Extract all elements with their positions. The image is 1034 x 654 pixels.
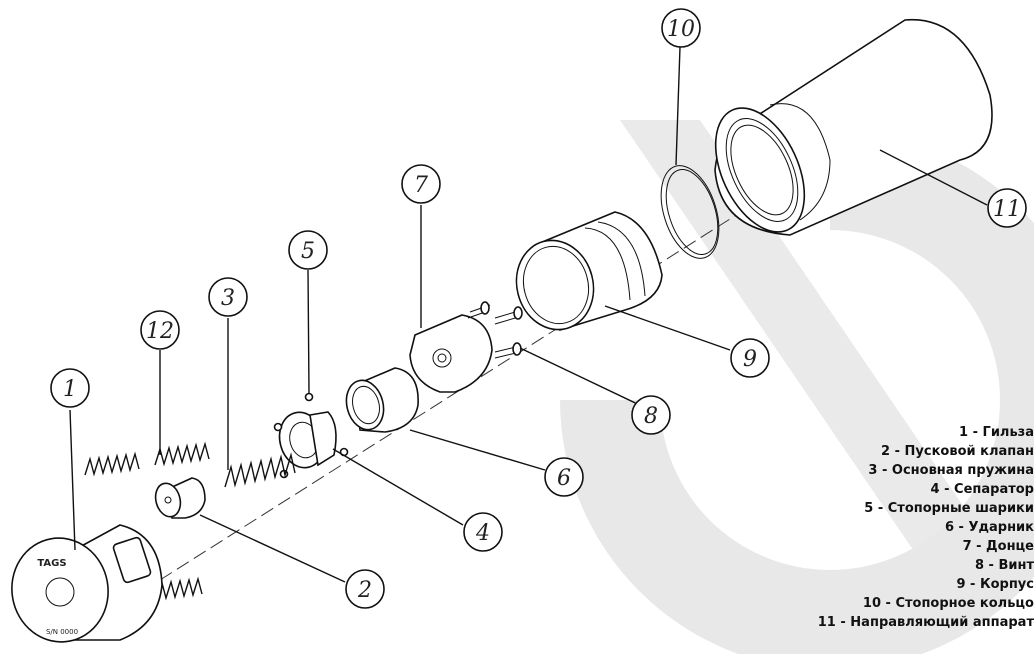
- sleeve-label-plate: TAGS S/N 0000: [37, 558, 78, 636]
- legend-item: 7 - Донце: [962, 539, 1034, 554]
- parts-legend: 1 - Гильза 2 - Пусковой клапан 3 - Основ…: [674, 423, 1034, 632]
- callout-11: 11: [987, 188, 1027, 228]
- legend-item: 1 - Гильза: [959, 425, 1034, 440]
- legend-item: 5 - Стопорные шарики: [864, 501, 1034, 516]
- part-sleeve: [11, 524, 163, 643]
- svg-text:12: 12: [146, 319, 174, 344]
- svg-text:3: 3: [221, 286, 235, 311]
- callout-2: 2: [345, 569, 385, 609]
- legend-item: 9 - Корпус: [956, 577, 1034, 592]
- svg-text:TAGS: TAGS: [37, 558, 66, 569]
- legend-item: 3 - Основная пружина: [868, 463, 1034, 478]
- callout-8: 8: [631, 395, 671, 435]
- svg-text:2: 2: [357, 578, 372, 603]
- legend-item: 11 - Направляющий аппарат: [817, 615, 1034, 630]
- callout-12: 12: [140, 310, 180, 350]
- svg-text:7: 7: [414, 173, 428, 198]
- svg-text:1: 1: [63, 377, 77, 402]
- svg-text:9: 9: [743, 347, 757, 372]
- callout-3: 3: [208, 277, 248, 317]
- callout-7: 7: [401, 164, 441, 204]
- svg-text:4: 4: [475, 521, 490, 546]
- svg-text:8: 8: [644, 404, 658, 429]
- leader-lines: [69, 46, 988, 583]
- callout-6: 6: [544, 457, 584, 497]
- callout-10: 10: [661, 8, 701, 48]
- watermark-logo: [560, 120, 1034, 654]
- part-screws: [467, 301, 523, 359]
- part-locking-balls: [273, 392, 349, 479]
- part-bottom: [409, 314, 493, 393]
- legend-item: 8 - Винт: [974, 558, 1034, 573]
- callout-5: 5: [288, 230, 328, 270]
- svg-text:5: 5: [301, 239, 315, 264]
- legend-item: 10 - Стопорное кольцо: [862, 596, 1034, 611]
- callout-1: 1: [50, 368, 90, 408]
- svg-text:S/N 0000: S/N 0000: [46, 628, 78, 636]
- part-body: [515, 211, 663, 332]
- svg-text:10: 10: [667, 17, 695, 42]
- part-striker: [345, 367, 419, 433]
- part-main-spring: [224, 452, 296, 488]
- part-start-valve: [154, 477, 206, 519]
- callout-4: 4: [463, 512, 503, 552]
- callout-9: 9: [730, 338, 770, 378]
- svg-text:11: 11: [993, 197, 1021, 222]
- legend-item: 6 - Ударник: [944, 520, 1034, 535]
- svg-text:6: 6: [557, 466, 571, 491]
- part-guide-apparatus: [714, 18, 993, 236]
- part-retaining-ring: [660, 165, 720, 259]
- legend-item: 2 - Пусковой клапан: [881, 444, 1034, 459]
- legend-item: 4 - Сепаратор: [930, 482, 1034, 497]
